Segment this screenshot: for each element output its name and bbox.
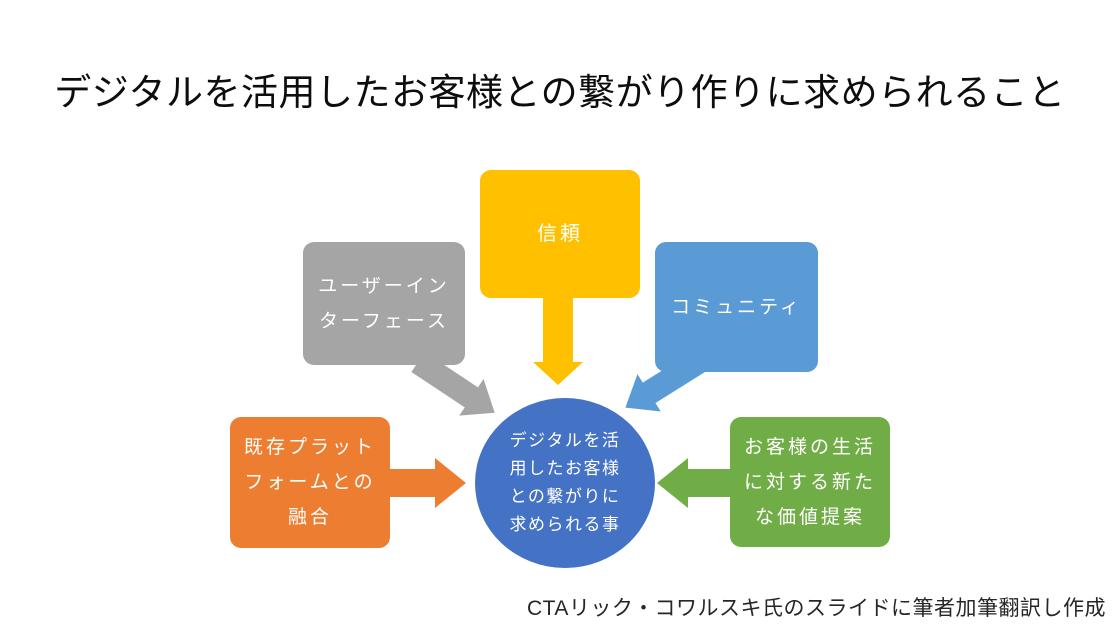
arrow-value-proposition [657, 458, 730, 508]
arrow-trust-shape [533, 295, 583, 385]
node-user-interface-line: ターフェース [319, 310, 449, 332]
arrow-user-interface-shape [411, 351, 495, 416]
node-user-interface-label: ユーザーイン ターフェース [318, 269, 450, 339]
node-center-goal-label: デジタルを活 用したお客様 との繋がりに 求められる事 [510, 427, 621, 539]
arrow-platform-integration [390, 458, 466, 508]
node-community-label: コミュニティ [671, 290, 802, 325]
node-trust-line: 信頼 [537, 222, 583, 245]
arrow-trust [533, 295, 583, 385]
node-platform-integration-line: 既存プラット [243, 437, 376, 458]
node-community: コミュニティ [655, 242, 818, 372]
node-user-interface: ユーザーイン ターフェース [303, 242, 465, 365]
node-center-goal: デジタルを活 用したお客様 との繋がりに 求められる事 [475, 398, 655, 568]
node-center-goal-line: との繋がりに [509, 487, 621, 506]
arrow-user-interface [411, 351, 495, 416]
node-trust: 信頼 [480, 170, 640, 298]
source-caption: CTAリック・コワルスキ氏のスライドに筆者加筆翻訳し作成 [526, 597, 1106, 620]
node-center-goal-line: デジタルを活 [509, 431, 621, 450]
arrow-value-proposition-shape [657, 458, 730, 508]
slide-title: デジタルを活用したお客様との繋がり作りに求められること [54, 72, 1066, 113]
node-center-goal-line: 用したお客様 [509, 459, 621, 478]
node-value-proposition-line: に対する新た [743, 471, 876, 493]
node-value-proposition: お客様の生活 に対する新た な価値提案 [730, 417, 890, 547]
node-platform-integration-line: フォームとの [244, 472, 376, 493]
node-trust-label: 信頼 [537, 217, 583, 252]
node-value-proposition-label: お客様の生活 に対する新た な価値提案 [744, 430, 876, 535]
node-user-interface-line: ユーザーイン [318, 275, 450, 297]
arrow-platform-integration-shape [390, 458, 466, 508]
node-value-proposition-line: お客様の生活 [743, 436, 876, 458]
node-value-proposition-line: な価値提案 [754, 506, 865, 528]
node-platform-integration-label: 既存プラット フォームとの 融合 [244, 430, 376, 535]
node-community-line: コミュニティ [671, 296, 802, 318]
node-platform-integration: 既存プラット フォームとの 融合 [230, 417, 390, 548]
node-center-goal-line: 求められる事 [509, 515, 621, 534]
node-platform-integration-line: 融合 [287, 507, 332, 528]
